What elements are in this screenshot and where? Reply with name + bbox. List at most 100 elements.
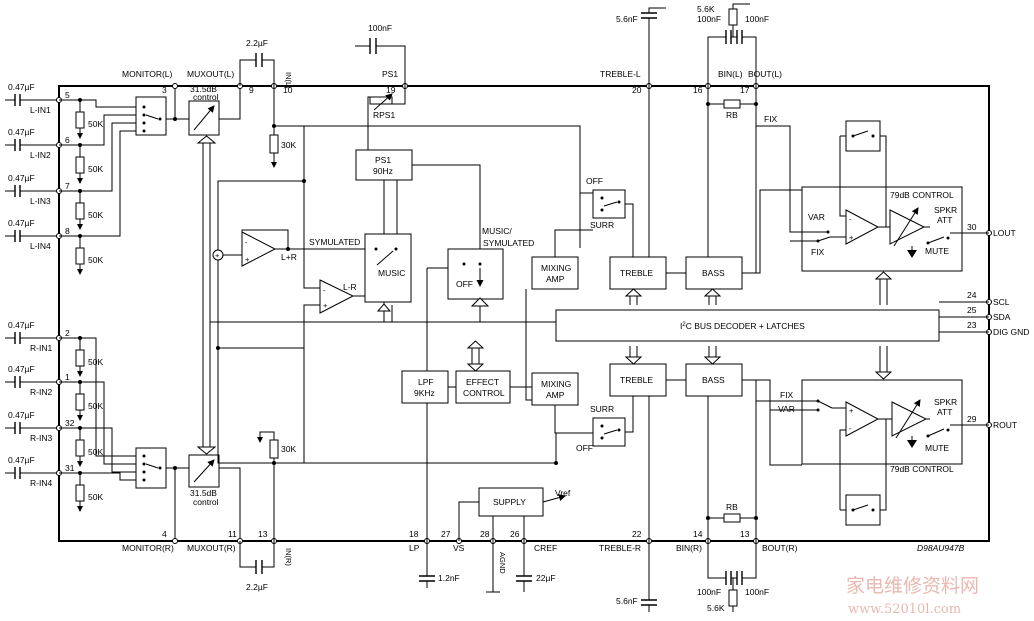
lpf-line1: LPF bbox=[418, 377, 434, 387]
pin-16: 16 bbox=[693, 85, 703, 95]
bus-arrows bbox=[466, 271, 893, 380]
cap-muxout-l: 2.2µF bbox=[246, 38, 268, 48]
pin-treble-r: TREBLE-R bbox=[599, 543, 641, 553]
pin-14: 14 bbox=[693, 529, 703, 539]
input-label: L-IN2 bbox=[30, 150, 51, 160]
control79-right: 79dB CONTROL FIX VAR + - SPKR ATT MUTE bbox=[742, 379, 989, 526]
input-cap-value: 0.47µF bbox=[8, 410, 35, 420]
pin-4: 4 bbox=[162, 529, 167, 539]
res-bass-r: 5.6K bbox=[707, 603, 725, 613]
input-groups: 0.47µFL-IN1550K0.47µFL-IN2650K0.47µFL-IN… bbox=[5, 82, 142, 512]
input-resistor bbox=[75, 484, 85, 502]
input-label: R-IN1 bbox=[30, 343, 52, 353]
pin-22: 22 bbox=[632, 529, 642, 539]
input-cap-value: 0.47µF bbox=[8, 455, 35, 465]
vol-l-line1: 31.5dB bbox=[190, 84, 217, 94]
pin-in-l: IN(L) bbox=[284, 72, 293, 89]
surr-label-r: SURR bbox=[590, 404, 614, 414]
spkr-r-2: ATT bbox=[937, 407, 952, 417]
input-pin-number: 1 bbox=[65, 372, 70, 382]
pin-13b: 13 bbox=[740, 529, 750, 539]
pin-17: 17 bbox=[740, 85, 750, 95]
input-selector-right bbox=[135, 447, 167, 489]
treble-r-label: TREBLE bbox=[620, 375, 653, 385]
off-label-2: OFF bbox=[586, 176, 603, 186]
i2c-post: C BUS DECODER + LATCHES bbox=[686, 321, 805, 331]
l79-minus: - bbox=[849, 215, 852, 224]
bass-l-label: BASS bbox=[702, 268, 725, 278]
vref-label: Vref bbox=[555, 488, 571, 498]
input-resistor bbox=[75, 439, 85, 457]
input-label: R-IN2 bbox=[30, 387, 52, 397]
pin-24: 24 bbox=[967, 290, 977, 300]
off-label-1: OFF bbox=[456, 279, 473, 289]
i2c-decoder: I2C BUS DECODER + LATCHES bbox=[210, 301, 989, 342]
input-group: 0.47µF L-IN4 8 50K bbox=[5, 130, 142, 275]
ctrl79-l-label: 79dB CONTROL bbox=[890, 190, 954, 200]
pin-sda: SDA bbox=[993, 312, 1011, 322]
pin-vs: VS bbox=[453, 543, 465, 553]
input-label: L-IN1 bbox=[30, 105, 51, 115]
pin-ps1: PS1 bbox=[382, 69, 398, 79]
bottom-pin-labels: MONITOR(R) 4 MUXOUT(R) 11 IN(R) 13 LP 18… bbox=[122, 529, 798, 574]
fix-label-r: FIX bbox=[780, 390, 794, 400]
pin-23: 23 bbox=[967, 320, 977, 330]
input-res-value: 50K bbox=[88, 210, 103, 220]
pin-monitor-l: MONITOR(L) bbox=[122, 69, 173, 79]
music-sym-switch: MUSIC/ SYMULATED OFF bbox=[412, 164, 534, 541]
mute-l: MUTE bbox=[925, 246, 949, 256]
input-res-value: 50K bbox=[88, 255, 103, 265]
r79-plus: + bbox=[849, 406, 854, 415]
pin-in-r: IN(R) bbox=[284, 548, 293, 566]
music-switch: SYMULATED MUSIC bbox=[309, 180, 412, 322]
rb-resistors: RB RB bbox=[706, 99, 758, 523]
pin-monitor-r: MONITOR(R) bbox=[122, 543, 174, 553]
matrix-opamps: + - + L+R - + L-R bbox=[212, 126, 365, 350]
cap-muxout-r: 2.2µF bbox=[246, 582, 268, 592]
right-pin-labels: 30 LOUT 24 SCL 25 SDA 23 DIG GND 29 ROUT bbox=[967, 222, 1029, 430]
input-resistor bbox=[75, 156, 85, 174]
pin-29: 29 bbox=[967, 414, 977, 424]
r79-minus: - bbox=[849, 424, 852, 433]
surr-label-l: SURR bbox=[590, 220, 614, 230]
l-plus-r: L+R bbox=[281, 252, 297, 262]
input-cap-value: 0.47µF bbox=[8, 218, 35, 228]
fix-label-l: FIX bbox=[811, 247, 825, 257]
input-pin-number: 8 bbox=[65, 226, 70, 236]
surr-switch-r: SURR OFF bbox=[576, 395, 634, 453]
tone-blocks: TREBLE BASS TREBLE BASS bbox=[609, 86, 757, 541]
cap-cref: 22µF bbox=[536, 573, 556, 583]
res-bass-l: 5.6K bbox=[697, 4, 715, 14]
supply-block: SUPPLY Vref 22µF bbox=[458, 487, 571, 593]
input-selector-left bbox=[135, 96, 167, 136]
music-label: MUSIC bbox=[378, 268, 405, 278]
mix-amp-l-line2: AMP bbox=[546, 274, 565, 284]
opamp1-plus: + bbox=[245, 255, 250, 264]
bass-r-label: BASS bbox=[702, 375, 725, 385]
input-label: R-IN3 bbox=[30, 433, 52, 443]
input-pin-number: 6 bbox=[65, 135, 70, 145]
var-label-l: VAR bbox=[808, 212, 825, 222]
opamp2-minus: - bbox=[323, 286, 326, 295]
pin-18: 18 bbox=[409, 529, 419, 539]
rb-l: RB bbox=[726, 110, 738, 120]
pin-9: 9 bbox=[249, 85, 254, 95]
input-res-value: 50K bbox=[88, 492, 103, 502]
input-pin-number: 31 bbox=[65, 463, 75, 473]
vol-l-line2: control bbox=[193, 92, 219, 102]
cap-bass-l1: 100nF bbox=[697, 14, 721, 24]
cap-bass-r1: 100nF bbox=[697, 587, 721, 597]
input-label: L-IN4 bbox=[30, 241, 51, 251]
cap-bass-r2: 100nF bbox=[745, 587, 769, 597]
off-label-3: OFF bbox=[576, 443, 593, 453]
effect-line1: EFFECT bbox=[466, 377, 499, 387]
input-resistor bbox=[75, 111, 85, 129]
mix-amp-r-line2: AMP bbox=[546, 390, 565, 400]
sum-node: + bbox=[215, 251, 220, 260]
spkr-l-2: ATT bbox=[937, 215, 952, 225]
pin-rout: ROUT bbox=[993, 420, 1017, 430]
i2c-pre: I bbox=[680, 321, 682, 331]
